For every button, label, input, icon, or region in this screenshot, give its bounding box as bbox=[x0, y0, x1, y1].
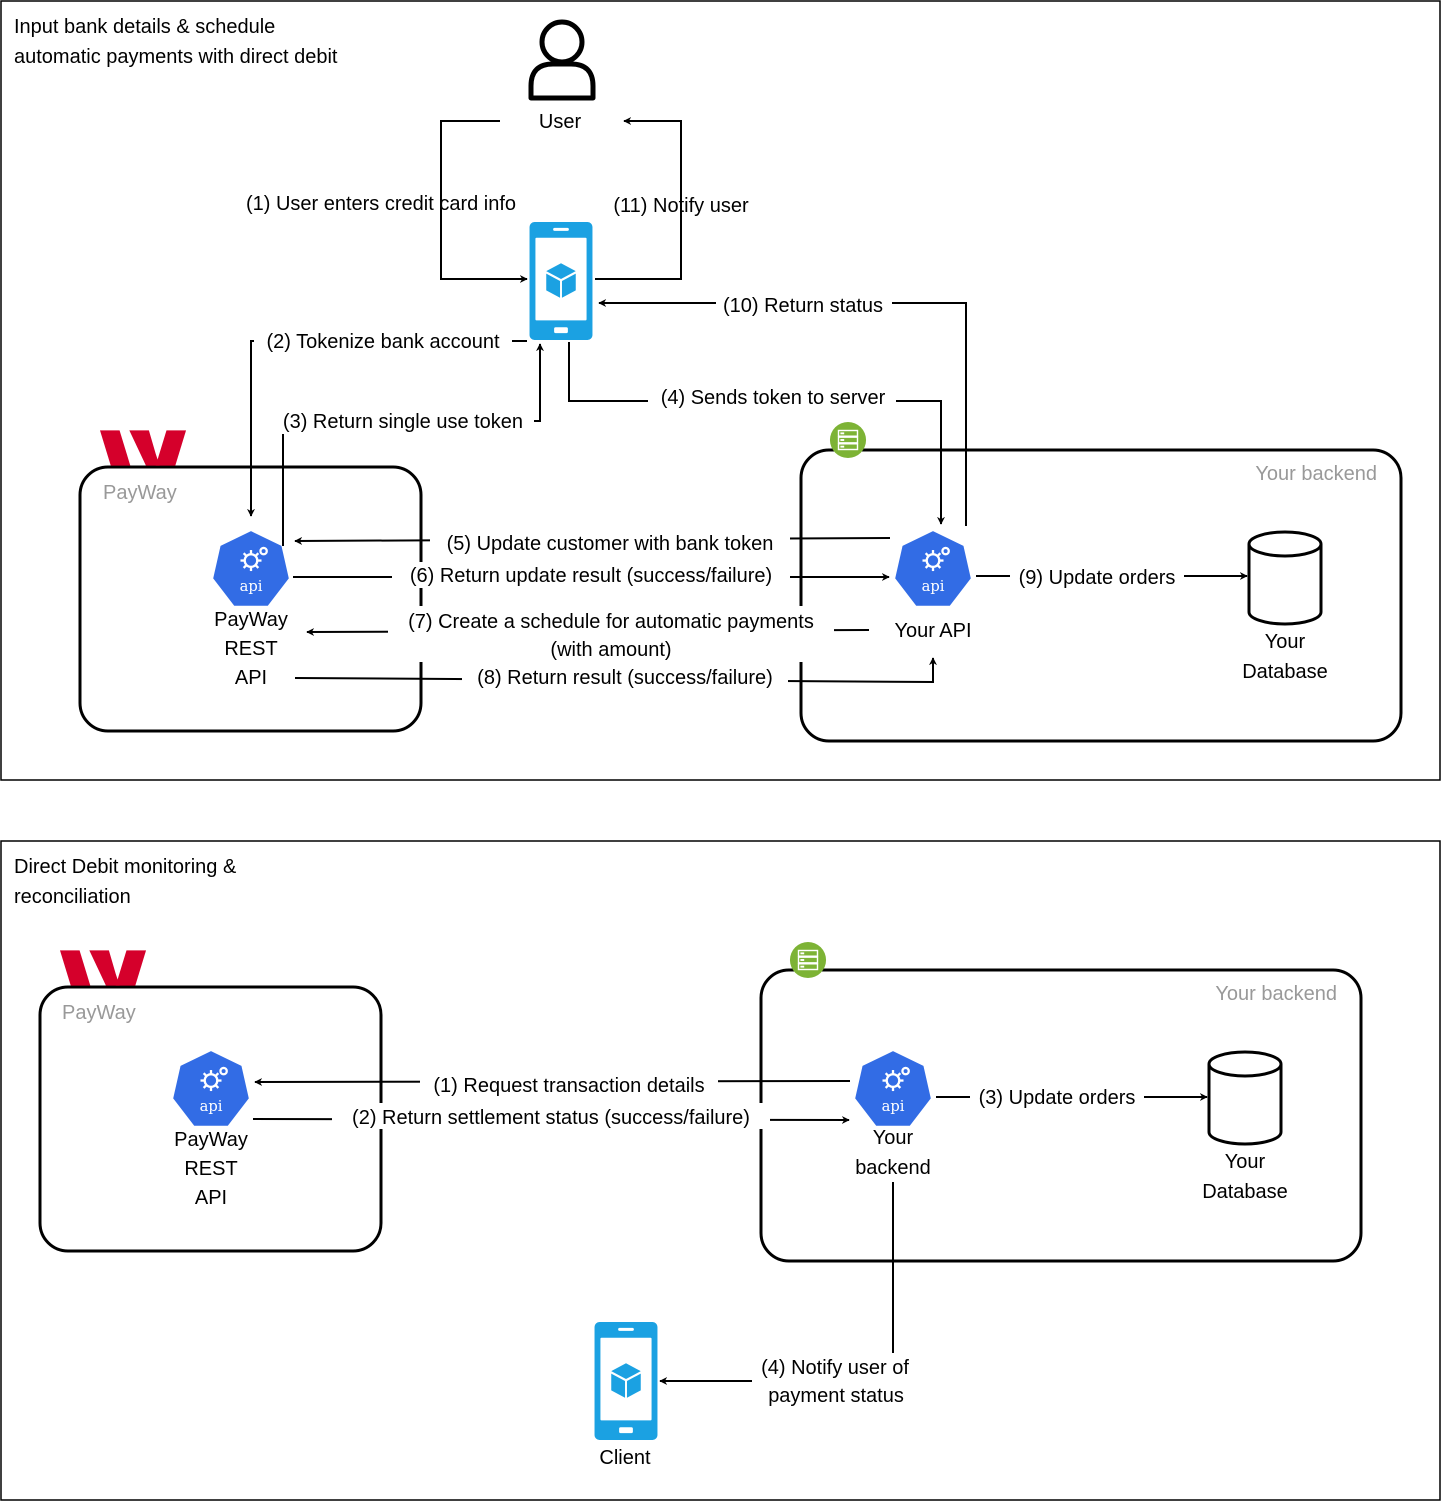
p2-step1-label: (1) Request transaction details bbox=[433, 1075, 704, 1097]
panel1-frame bbox=[0, 0, 1441, 781]
step5-label: (5) Update customer with bank token bbox=[447, 533, 774, 555]
step11-label: (11) Notify user bbox=[613, 195, 749, 217]
payway-logo-2 bbox=[60, 950, 147, 986]
p2-step2-label: (2) Return settlement status (success/fa… bbox=[352, 1107, 750, 1129]
payway-api-icon-2[interactable] bbox=[172, 1049, 250, 1127]
payway-group-label: PayWay bbox=[103, 482, 177, 504]
database-icon-2 bbox=[1207, 1050, 1283, 1146]
user-label: User bbox=[539, 111, 582, 133]
p2-step3-label: (3) Update orders bbox=[979, 1087, 1136, 1109]
client-mobile-icon[interactable] bbox=[594, 1322, 658, 1440]
your-backend-label-line2: backend bbox=[855, 1157, 931, 1179]
database-label-line2: Database bbox=[1242, 661, 1328, 683]
payway-api-icon[interactable] bbox=[212, 529, 290, 607]
server-icon bbox=[829, 421, 867, 459]
panel2-frame bbox=[0, 840, 1441, 1501]
server-icon-2 bbox=[789, 941, 827, 979]
backend-group-box bbox=[799, 448, 1403, 743]
payway-api-label-line2: REST bbox=[224, 638, 277, 660]
backend-group-label-2: Your backend bbox=[1215, 983, 1337, 1005]
panel1-title-line2: automatic payments with direct debit bbox=[14, 46, 338, 68]
step8-label: (8) Return result (success/failure) bbox=[477, 667, 773, 689]
payway-api-2-label-line3: API bbox=[195, 1187, 227, 1209]
database-icon bbox=[1247, 530, 1323, 626]
payway-group-label-2: PayWay bbox=[62, 1002, 136, 1024]
database-2-label-line2: Database bbox=[1202, 1181, 1288, 1203]
panel2-title-line2: reconciliation bbox=[14, 886, 131, 908]
step2-label: (2) Tokenize bank account bbox=[266, 331, 500, 353]
step9-label: (9) Update orders bbox=[1019, 567, 1176, 589]
payway-logo bbox=[100, 430, 187, 466]
payway-api-label-line1: PayWay bbox=[214, 609, 288, 631]
panel2-title-line1: Direct Debit monitoring & bbox=[14, 856, 237, 878]
step10-label: (10) Return status bbox=[723, 295, 883, 317]
payway-api-2-label-line2: REST bbox=[184, 1158, 237, 1180]
panel1-step-labels: (1) User enters credit card info (11) No… bbox=[246, 193, 1184, 690]
your-backend-api-icon[interactable] bbox=[854, 1049, 932, 1127]
user-icon bbox=[528, 19, 596, 101]
step3-label: (3) Return single use token bbox=[283, 411, 523, 433]
p2-step4-label-line2: payment status bbox=[768, 1385, 904, 1407]
mobile-app-icon[interactable] bbox=[529, 222, 593, 340]
step6-label: (6) Return update result (success/failur… bbox=[410, 565, 772, 587]
step4-label: (4) Sends token to server bbox=[661, 387, 886, 409]
backend-group-label: Your backend bbox=[1255, 463, 1377, 485]
client-label: Client bbox=[599, 1447, 651, 1469]
your-backend-label-line1: Your bbox=[873, 1127, 914, 1149]
your-api-label: Your API bbox=[894, 620, 971, 642]
payway-api-2-label-line1: PayWay bbox=[174, 1129, 248, 1151]
panel1-title-line1: Input bank details & schedule bbox=[14, 16, 275, 38]
step7-label-line1: (7) Create a schedule for automatic paym… bbox=[408, 611, 814, 633]
step1-label: (1) User enters credit card info bbox=[246, 193, 516, 215]
payway-api-label-line3: API bbox=[235, 667, 267, 689]
database-2-label-line1: Your bbox=[1225, 1151, 1266, 1173]
your-api-icon[interactable] bbox=[894, 529, 972, 607]
p2-step4-label-line1: (4) Notify user of bbox=[761, 1357, 909, 1379]
panel2-step-labels: (1) Request transaction details (2) Retu… bbox=[332, 1071, 1144, 1409]
step7-label-line2: (with amount) bbox=[550, 639, 671, 661]
database-label-line1: Your bbox=[1265, 631, 1306, 653]
